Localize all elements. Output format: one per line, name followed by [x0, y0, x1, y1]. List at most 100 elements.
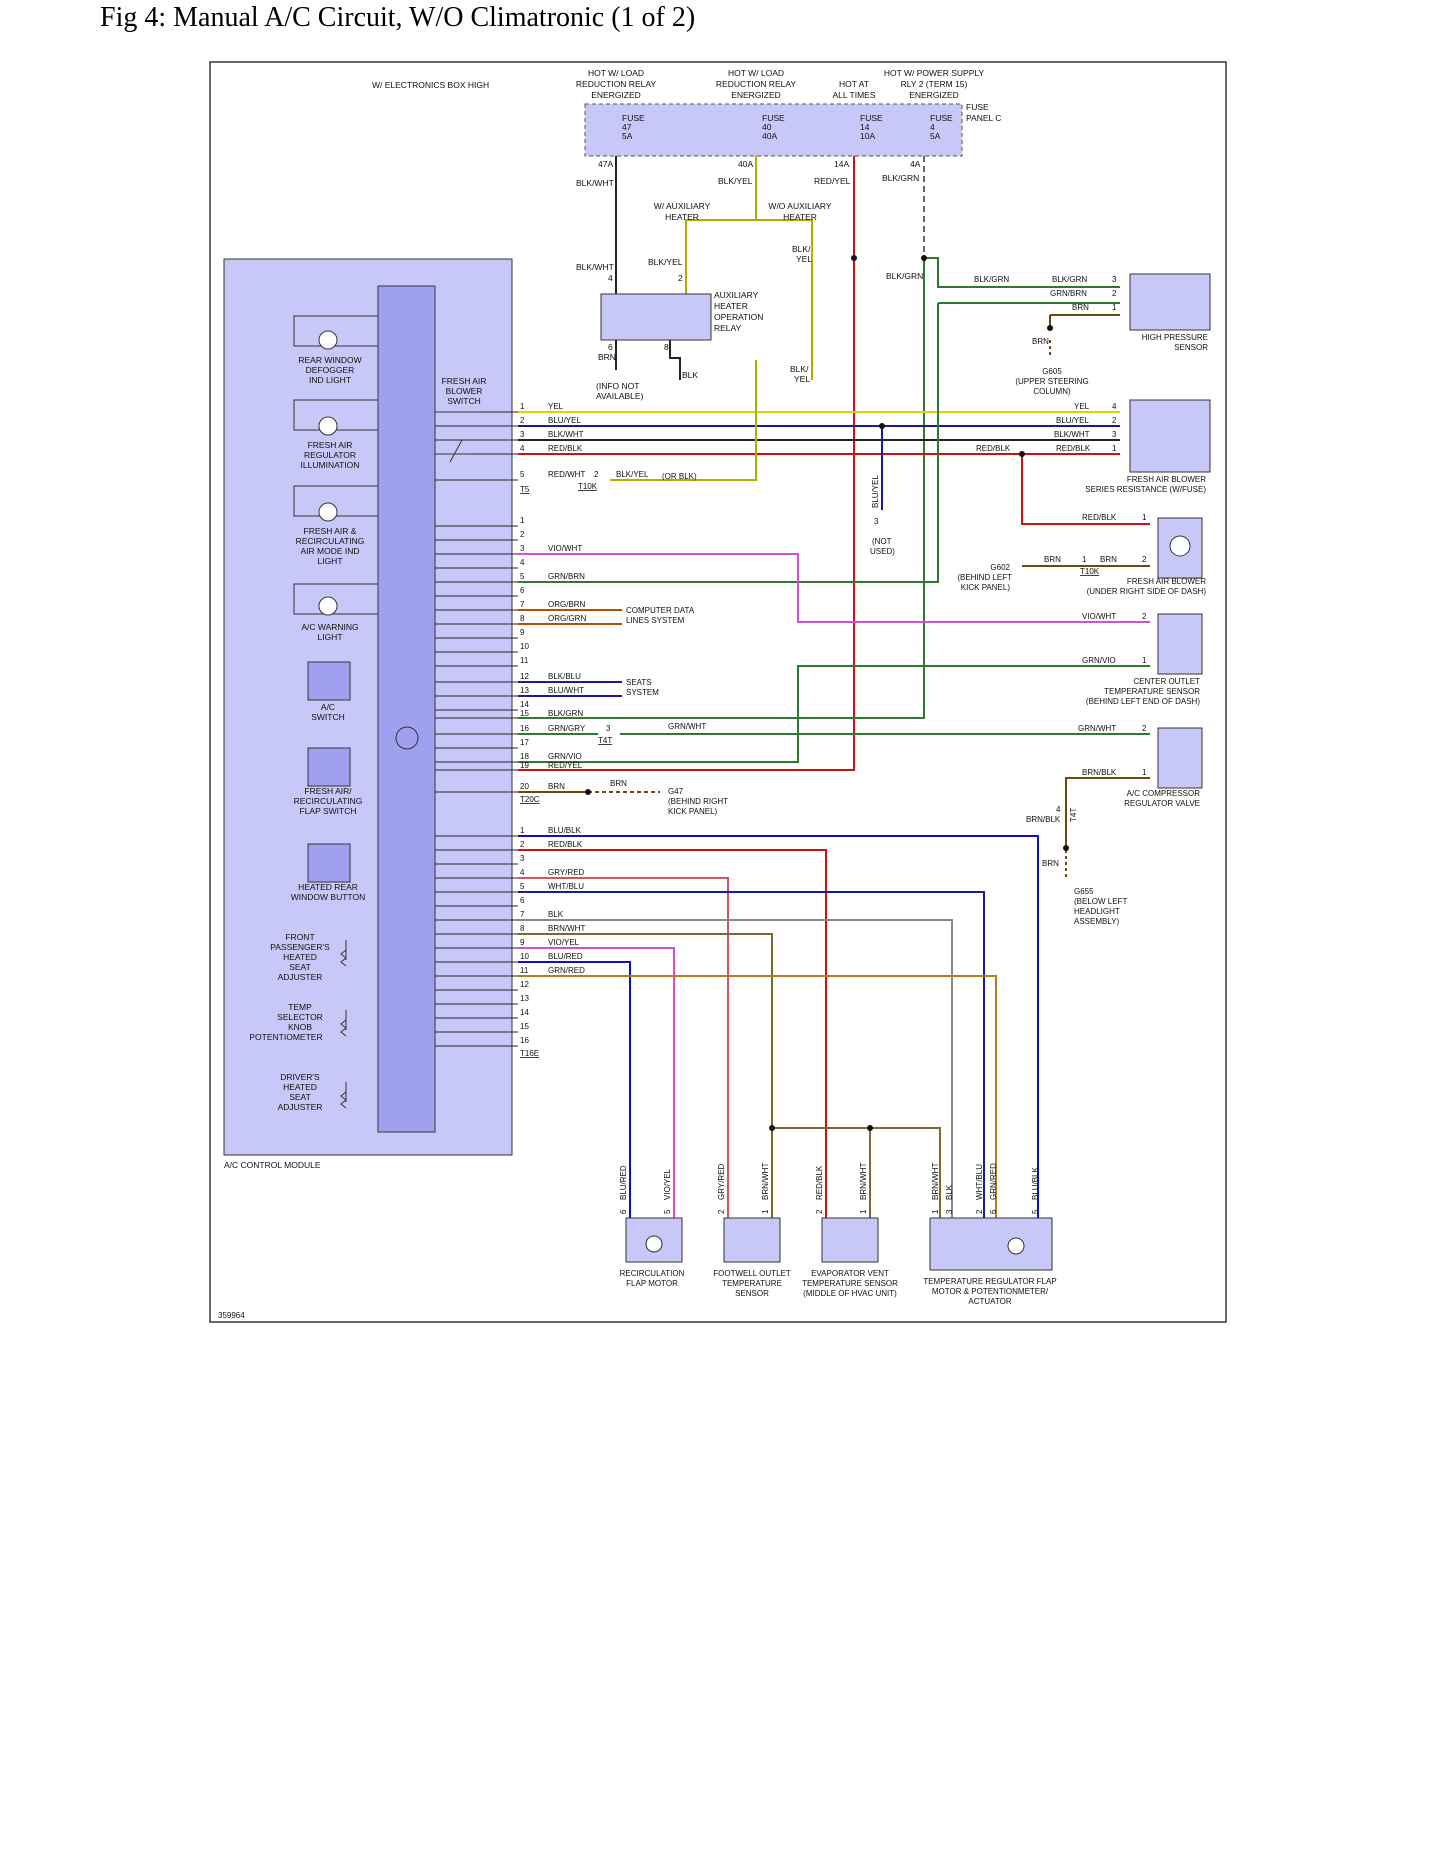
comp-wire-1: BRN/BLK	[1082, 768, 1117, 777]
relay-label-4: RELAY	[714, 323, 742, 333]
t16e-pin-4: 4	[520, 868, 525, 877]
comp-10-line-3: SEAT	[289, 1092, 311, 1102]
t5-pin-2: 2	[520, 416, 525, 425]
high-pressure-sensor	[1129, 273, 1211, 331]
not-used-1: (NOT	[872, 537, 892, 546]
t20c-pin-19: 19	[520, 761, 529, 770]
act-wire-2: WHT/BLU	[975, 1164, 984, 1200]
fuse-3-amp: 10A	[860, 131, 875, 141]
comp-1-line-2: DEFOGGER	[306, 365, 355, 375]
res-pin-4: 4	[1112, 402, 1117, 411]
evap-name-1: EVAPORATOR VENT	[811, 1269, 889, 1278]
t20c-pin-10: 10	[520, 642, 529, 651]
supply-4-line-1: HOT W/ POWER SUPPLY	[884, 68, 985, 78]
module-symbols	[293, 315, 478, 1109]
g655-2: (BELOW LEFT	[1074, 897, 1127, 906]
aux-blk-grn: BLK/GRN	[886, 271, 923, 281]
fuse-2-term: 40A	[738, 159, 753, 169]
relay-out-wire: BRN	[598, 352, 616, 362]
t20c-pin-16: 16	[520, 724, 529, 733]
comp-10-line-1: DRIVER'S	[280, 1072, 320, 1082]
aux-with-2: HEATER	[665, 212, 699, 222]
hps-pin-3: 3	[1112, 275, 1117, 284]
t5-pin-4: 4	[520, 444, 525, 453]
blk-yel-right-2: YEL	[796, 254, 812, 264]
t20c-pin-8: 8	[520, 614, 525, 623]
t5-name: T5	[520, 485, 530, 494]
res-wire-2: BLU/YEL	[1056, 416, 1089, 425]
t20c-wire-5: GRN/BRN	[548, 572, 585, 581]
t16e-wire-10: BLU/RED	[548, 952, 583, 961]
relay-pin2: 2	[678, 273, 683, 283]
act-wire-5: BLU/BLK	[1031, 1166, 1040, 1200]
fuse-panel-box	[584, 103, 963, 157]
comp-9-line-3: KNOB	[288, 1022, 312, 1032]
aux-without-2: HEATER	[783, 212, 817, 222]
relay-in-wire: BLK/WHT	[576, 262, 614, 272]
t4t-pin3: 3	[606, 724, 611, 733]
splice-dots	[585, 255, 1069, 1131]
supply-2-line-2: REDUCTION RELAY	[716, 79, 796, 89]
act-name-2: MOTOR & POTENTIONMETER/	[932, 1287, 1049, 1296]
comp-5-line-1: A/C	[321, 702, 335, 712]
act-wire-6: GRN/RED	[989, 1163, 998, 1200]
info-not-1: (INFO NOT	[596, 381, 639, 391]
t16e-pin-13: 13	[520, 994, 529, 1003]
t4t-label: T4T	[598, 736, 612, 745]
t5-pin-3: 3	[520, 430, 525, 439]
supply-2-line-1: HOT W/ LOAD	[728, 68, 784, 78]
hps-wire-3: BLK/GRN	[1052, 275, 1087, 284]
blu-yel-vertical: BLU/YEL	[871, 475, 880, 508]
blower-pin2-wire: BRN	[1100, 555, 1117, 564]
fuse-panel-line-2: PANEL C	[966, 113, 1001, 123]
fuse-2-num: 40	[762, 122, 772, 132]
t16e-wire-9: VIO/YEL	[548, 938, 580, 947]
comp-9-line-4: POTENTIOMETER	[249, 1032, 322, 1042]
relay-label-3: OPERATION	[714, 312, 763, 322]
res-pin-3: 3	[1112, 430, 1117, 439]
hps-pin-1: 1	[1112, 303, 1117, 312]
comp-4-line-1: A/C WARNING	[301, 622, 358, 632]
act-wire-1: BRN/WHT	[931, 1163, 940, 1200]
recirc-motor-symbol	[645, 1235, 663, 1253]
t16e-pins: 1 BLU/BLK 2 RED/BLK 3 4 GRY/RED 5 WHT/BL…	[520, 826, 585, 1058]
blower-motor-symbol	[1169, 535, 1191, 557]
seats-2: SYSTEM	[626, 688, 659, 697]
recirc-pin-5: 5	[663, 1209, 672, 1214]
comp-8-line-3: HEATED	[283, 952, 317, 962]
cos-name-2: TEMPERATURE SENSOR	[1104, 687, 1200, 696]
fuse-3-wire: RED/YEL	[814, 176, 851, 186]
fuse-panel-line-1: FUSE	[966, 102, 989, 112]
t16e-pin-11: 11	[520, 966, 529, 975]
comp-7-line-1: HEATED REAR	[298, 882, 358, 892]
comp-1-line-3: IND LIGHT	[309, 375, 351, 385]
act-name-1: TEMPERATURE REGULATOR FLAP	[923, 1277, 1056, 1286]
t5-wire-5: RED/WHT	[548, 470, 585, 479]
t5-wire-4: RED/BLK	[548, 444, 583, 453]
or-blk: (OR BLK)	[662, 472, 697, 481]
cos-name-1: CENTER OUTLET	[1133, 677, 1200, 686]
electronics-note: W/ ELECTRONICS BOX HIGH	[372, 80, 489, 90]
comp-9-line-1: TEMP	[288, 1002, 312, 1012]
comp-brn: BRN	[1042, 859, 1059, 868]
relay-pin8-wire: BLK	[682, 370, 698, 380]
temp-reg-actuator	[929, 1217, 1053, 1271]
comp-wire-2: GRN/WHT	[1078, 724, 1116, 733]
hps-name-1: HIGH PRESSURE	[1142, 333, 1208, 342]
ac-control-module	[223, 258, 513, 1156]
relay-pin6: 6	[608, 342, 613, 352]
t10k-pin2: 2	[594, 470, 599, 479]
evap-wire-2: RED/BLK	[815, 1165, 824, 1200]
t5-pin-5: 5	[520, 470, 525, 479]
footwell-wire-1: BRN/WHT	[761, 1163, 770, 1200]
cos-pin-1: 1	[1142, 656, 1147, 665]
comp-8-line-4: SEAT	[289, 962, 311, 972]
supply-1-line-2: REDUCTION RELAY	[576, 79, 656, 89]
fuse-2-amp: 40A	[762, 131, 777, 141]
res-name-1: FRESH AIR BLOWER	[1127, 475, 1206, 484]
t20c-pin-14: 14	[520, 700, 529, 709]
res-pin-2: 2	[1112, 416, 1117, 425]
t20c-pin-2: 2	[520, 530, 525, 539]
t5-pin-1: 1	[520, 402, 525, 411]
comp-3-line-1: FRESH AIR &	[304, 526, 357, 536]
